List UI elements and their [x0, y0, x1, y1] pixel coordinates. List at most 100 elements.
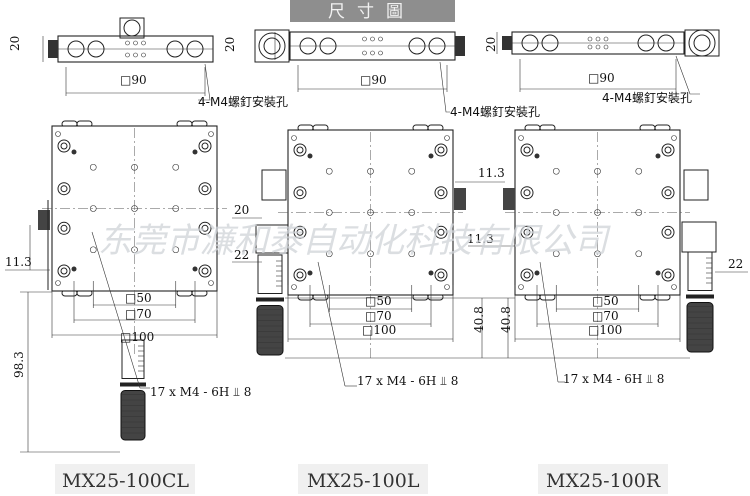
counterbore-hole [437, 271, 445, 279]
mount-note: 4-M4螺釘安裝孔 [198, 94, 288, 109]
micrometer-collar [120, 382, 146, 387]
counterbore-hole [293, 186, 307, 200]
m4-thread-hole [552, 167, 560, 175]
counterbore-hole [201, 142, 209, 150]
height-total-label: 40.8 [499, 306, 513, 333]
counterbore-hole [520, 143, 534, 157]
adjust-knob [454, 188, 466, 210]
leader-line [198, 63, 211, 101]
m4-mount-hole [71, 149, 77, 155]
counterbore-hole [664, 189, 672, 197]
hole [125, 52, 130, 58]
mount-note: 4-M4螺釘安裝孔 [450, 104, 540, 119]
bearing-roller [428, 37, 446, 55]
m4-thread-hole [635, 209, 643, 216]
counterbore-hole [60, 224, 68, 232]
counterbore-hole [523, 189, 531, 197]
title-banner [290, 0, 455, 22]
m4-mount-hole [192, 266, 198, 272]
hole [362, 50, 367, 56]
m4-thread-hole [172, 205, 180, 212]
counterbore-hole [523, 146, 531, 154]
offset-label: 11.3 [478, 166, 505, 180]
m4-thread-hole [594, 209, 601, 216]
counterbore-hole [661, 225, 675, 239]
hole [603, 36, 609, 42]
counterbore-hole [296, 271, 304, 279]
model-label: MX25-100R [546, 470, 661, 492]
m4-mount-hole [307, 270, 313, 276]
micrometer-knurled-thimble [686, 302, 714, 353]
counterbore-hole [434, 268, 448, 282]
small-hole [671, 135, 677, 141]
square-top-view [468, 124, 748, 383]
counterbore-hole [60, 267, 68, 275]
thread-note: 17 x M4 - 6H ⫫ 8 [357, 374, 458, 388]
model-label: MX25-100CL [62, 470, 189, 492]
micrometer-sleeve [121, 339, 145, 379]
m4-mount-hole [428, 153, 434, 159]
counterbore-hole [437, 189, 445, 197]
counterbore-hole [60, 185, 68, 193]
dim-70: □70 [592, 309, 619, 323]
counterbore-hole [434, 225, 448, 239]
micrometer-head [258, 32, 286, 60]
small-hole [55, 131, 61, 137]
m4-thread-hole [635, 250, 643, 258]
top-width-label: □90 [588, 71, 615, 85]
dim-70: □70 [365, 309, 392, 323]
hole [141, 40, 146, 46]
square-top-view [5, 120, 262, 453]
counterbore-hole [520, 186, 534, 200]
m4-thread-hole [552, 209, 560, 216]
top-view [254, 29, 465, 113]
micrometer-head [693, 34, 711, 52]
hole [370, 36, 375, 42]
counterbore-hole [661, 268, 675, 282]
counterbore-hole [57, 264, 71, 278]
m4-thread-hole [408, 167, 416, 175]
small-hole [291, 284, 297, 290]
offset-label: 11.3 [5, 255, 32, 269]
small-hole [208, 280, 214, 286]
counterbore-hole [201, 224, 209, 232]
top-width-label: □90 [360, 73, 387, 87]
leader-line [539, 261, 559, 383]
small-hole [518, 284, 524, 290]
hole [595, 44, 601, 50]
counterbore-hole [293, 143, 307, 157]
hole [125, 40, 130, 46]
counterbore-hole [664, 228, 672, 236]
bearing-roller [657, 34, 675, 52]
counterbore-hole [661, 143, 675, 157]
m4-thread-hole [172, 163, 180, 171]
micrometer-sleeve [257, 254, 283, 294]
dim-50: □50 [365, 294, 392, 308]
small-hole [444, 284, 450, 290]
micrometer-head [119, 17, 145, 39]
m4-mount-hole [307, 153, 313, 159]
counterbore-hole [296, 228, 304, 236]
micrometer-housing [684, 29, 720, 57]
small-hole [444, 135, 450, 141]
counterbore-hole [198, 264, 212, 278]
thread-note: 17 x M4 - 6H ⫫ 8 [150, 385, 251, 399]
micrometer-housing [681, 221, 717, 253]
counterbore-hole [520, 225, 534, 239]
counterbore-hole [198, 221, 212, 235]
counterbore-hole [296, 189, 304, 197]
thread-note: 17 x M4 - 6H ⫫ 8 [563, 372, 664, 386]
bearing-roller [87, 40, 105, 58]
micrometer-knurled-thimble [256, 305, 284, 356]
small-hole [55, 280, 61, 286]
m4-thread-hole [89, 246, 97, 254]
mount-bracket [683, 169, 709, 201]
adjust-knob [48, 40, 58, 58]
counterbore-hole [520, 268, 534, 282]
top-height-label: 20 [484, 37, 498, 52]
m4-mount-hole [655, 153, 661, 159]
m4-thread-hole [131, 205, 138, 212]
dim-70: □70 [125, 307, 152, 321]
counterbore-hole [523, 228, 531, 236]
